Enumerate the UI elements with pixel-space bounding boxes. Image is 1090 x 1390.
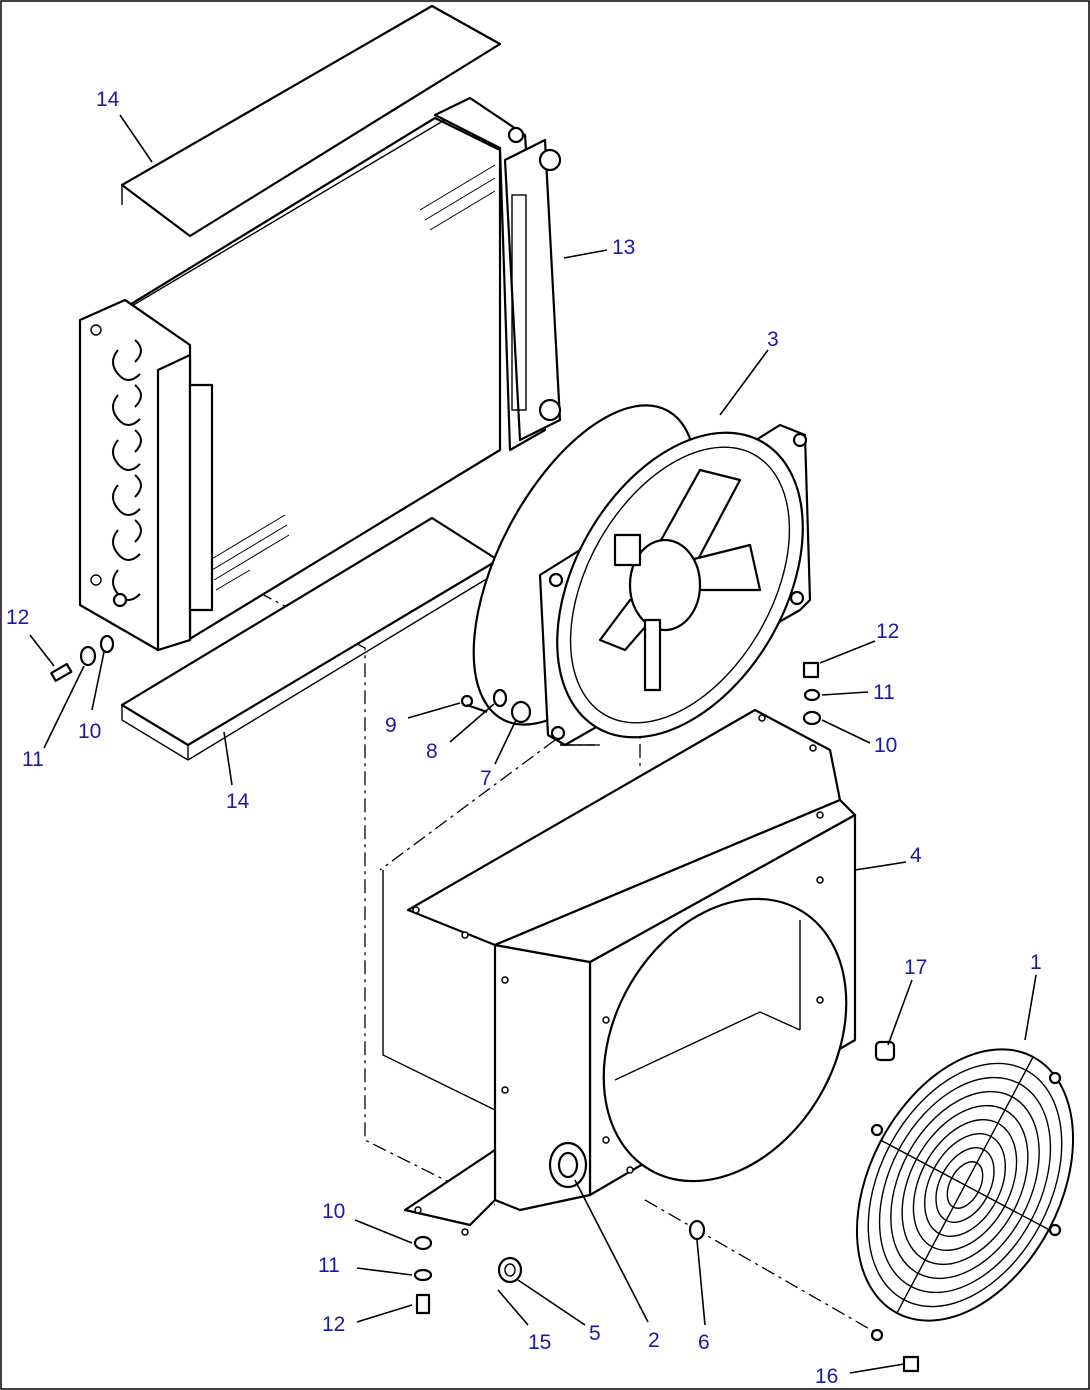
shroud-4: [382, 708, 857, 1236]
callout-14-bottom: 14: [226, 790, 250, 813]
fan-guard-1: [855, 1048, 1075, 1342]
callout-7: 7: [480, 767, 492, 790]
callout-17: 17: [904, 956, 927, 979]
callout-12-bottom: 12: [322, 1313, 345, 1336]
pad-14-top: [120, 4, 502, 238]
callout-12-right: 12: [876, 620, 899, 643]
callout-12-left: 12: [6, 606, 29, 629]
fan-motor-3: [472, 404, 812, 747]
callout-2: 2: [648, 1329, 660, 1352]
leader-lines: [29, 114, 1037, 1374]
callout-14-top: 14: [96, 88, 120, 111]
callout-15: 15: [528, 1331, 551, 1354]
callout-10-right: 10: [874, 734, 897, 757]
callout-6: 6: [698, 1331, 710, 1354]
callout-3: 3: [767, 328, 779, 351]
callout-9: 9: [385, 714, 397, 737]
callout-11-left: 11: [22, 748, 44, 771]
callout-4: 4: [910, 844, 922, 867]
callout-16: 16: [815, 1365, 838, 1388]
hardware: [50, 634, 920, 1373]
callout-8: 8: [426, 740, 438, 763]
callout-11-bottom: 11: [318, 1254, 340, 1277]
callout-10-bottom: 10: [322, 1200, 345, 1223]
callouts: 14 13 3 12 11 10 14 9 8 7 12 11 10 4 17 …: [6, 88, 1042, 1388]
condenser-13: [78, 96, 562, 652]
callout-11-right: 11: [873, 681, 895, 704]
callout-1: 1: [1030, 951, 1042, 974]
callout-5: 5: [589, 1322, 601, 1345]
callout-13: 13: [612, 236, 635, 259]
callout-10-left: 10: [78, 720, 101, 743]
